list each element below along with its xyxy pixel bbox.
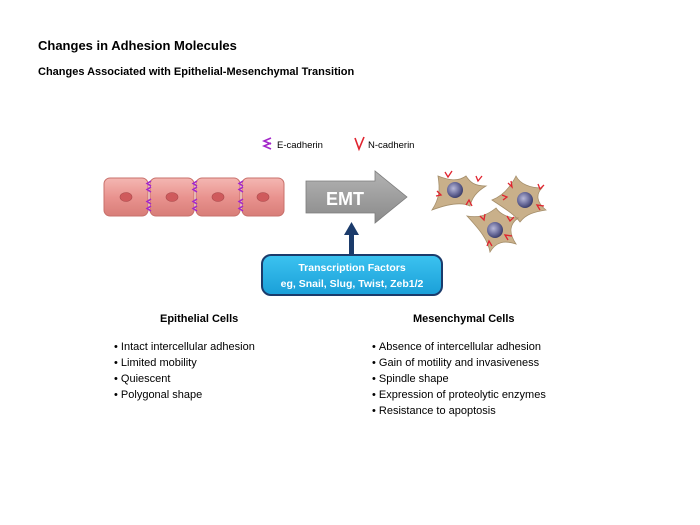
list-item: Resistance to apoptosis [372,403,546,419]
e-cadherin-icon [261,137,272,145]
list-item: Gain of motility and invasiveness [372,355,546,371]
mesenchymal-cell [491,175,547,223]
epithelial-cell [103,177,149,217]
list-item: Limited mobility [114,355,255,371]
e-cadherin-junction [145,180,152,212]
legend-n-cadherin: N-cadherin [354,136,414,152]
epithelial-heading: Epithelial Cells [160,313,239,325]
legend-n-cadherin-label: N-cadherin [368,140,414,151]
list-item: Polygonal shape [114,387,255,403]
emt-arrow-label: EMT [326,189,364,209]
list-item: Intact intercellular adhesion [114,339,255,355]
mesenchymal-cell [465,207,520,254]
list-item: Expression of proteolytic enzymes [372,387,546,403]
mesenchymal-heading: Mesenchymal Cells [413,313,515,325]
epithelial-list: Intact intercellular adhesion Limited mo… [114,339,255,403]
upward-arrow [344,222,359,256]
mesenchymal-cell [430,170,488,211]
e-cadherin-junction [191,180,198,212]
legend-e-cadherin: E-cadherin [261,137,323,151]
transcription-factors-title: Transcription Factors [298,262,406,274]
list-item: Spindle shape [372,371,546,387]
epithelial-cell [241,177,285,217]
emt-arrow: EMT [305,170,408,224]
list-item: Absence of intercellular adhesion [372,339,546,355]
page-subtitle: Changes Associated with Epithelial-Mesen… [38,66,355,78]
epithelial-cell [149,177,195,217]
page-title: Changes in Adhesion Molecules [38,38,237,53]
transcription-factors-box: Transcription Factors eg, Snail, Slug, T… [261,254,443,296]
list-item: Quiescent [114,371,255,387]
mesenchymal-list: Absence of intercellular adhesion Gain o… [372,339,546,419]
epithelial-cell-row [103,177,285,217]
e-cadherin-junction [237,180,244,212]
n-cadherin-icon [354,136,365,152]
legend-e-cadherin-label: E-cadherin [277,140,323,151]
epithelial-cell [195,177,241,217]
transcription-factors-examples: eg, Snail, Slug, Twist, Zeb1/2 [281,278,424,290]
